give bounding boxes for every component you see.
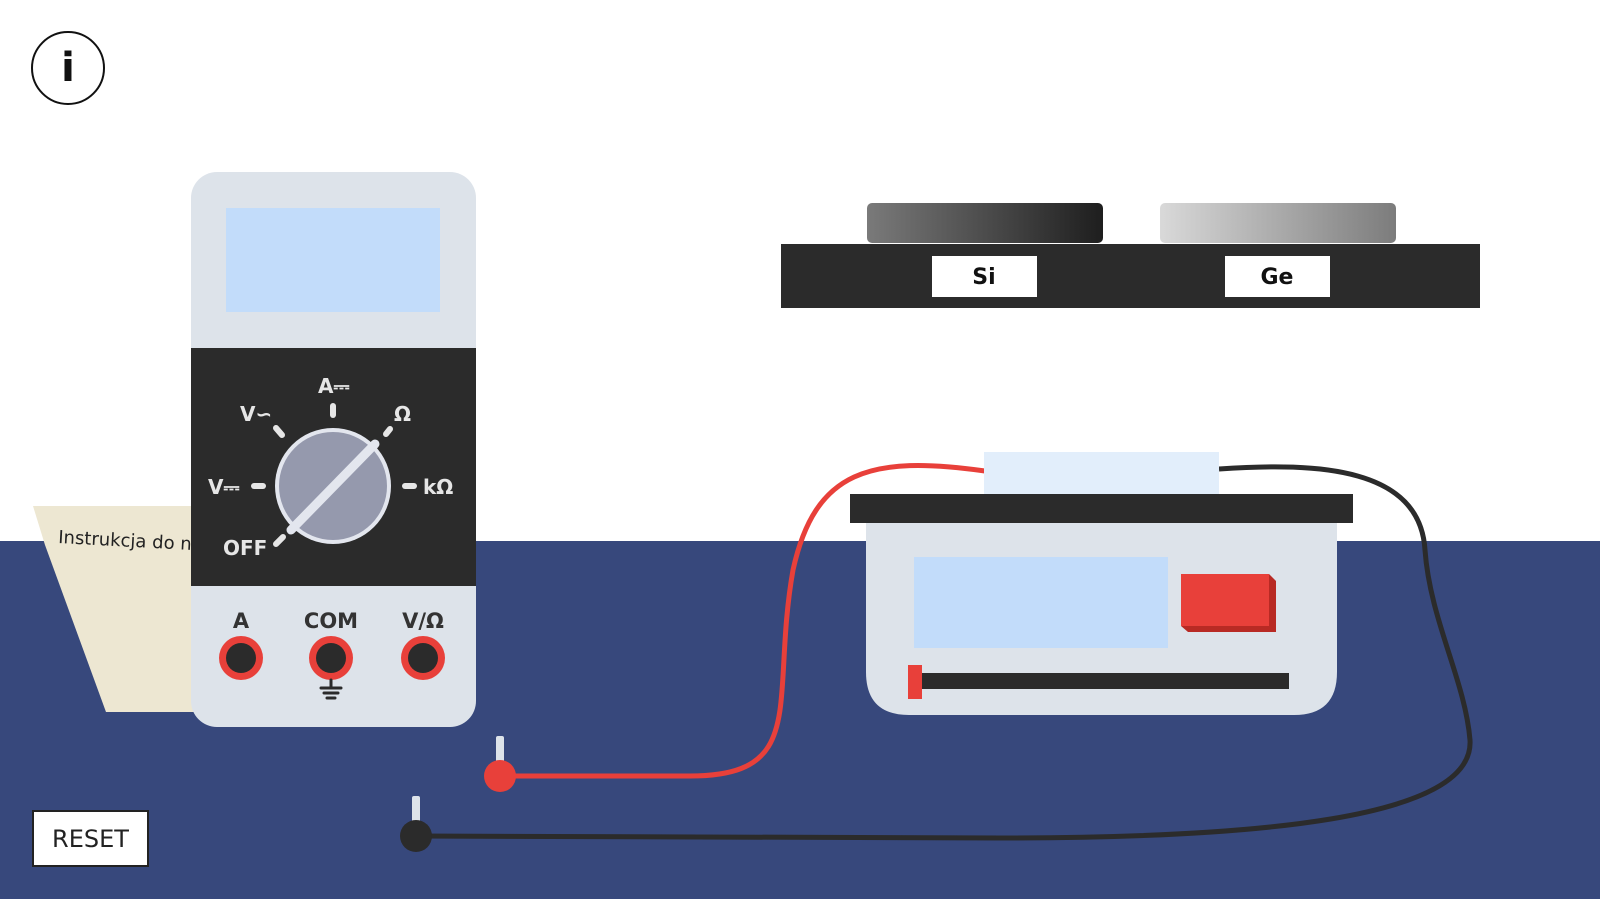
shelf-base [781, 244, 1480, 308]
black-probe[interactable] [400, 796, 432, 852]
multimeter-display [226, 208, 440, 312]
dial-label-off: OFF [223, 536, 267, 560]
label-ge: Ge [1261, 265, 1294, 290]
heater-top-plate [850, 494, 1353, 523]
reset-button[interactable]: RESET [32, 810, 149, 867]
red-probe[interactable] [484, 736, 516, 792]
multimeter: A⎓ V∽ Ω V⎓ kΩ OFF A COM V/Ω [191, 172, 476, 727]
heater-power-button[interactable] [1181, 574, 1276, 632]
info-button[interactable]: i [31, 31, 105, 105]
dial-ticks [251, 403, 417, 547]
jack-v-ohm[interactable] [401, 636, 445, 680]
dial-label-a-dc: A⎓ [318, 374, 349, 398]
jack-label-a: A [233, 609, 250, 633]
label-si-plate [932, 256, 1037, 297]
jack-label-v-ohm: V/Ω [402, 609, 444, 633]
jack-a[interactable] [219, 636, 263, 680]
heater-device [850, 452, 1353, 715]
rotary-knob[interactable] [275, 428, 391, 544]
sample-ge[interactable] [1160, 203, 1396, 243]
sample-si[interactable] [867, 203, 1103, 243]
heater-display [914, 557, 1168, 648]
temperature-slider-track[interactable] [910, 673, 1289, 689]
label-ge-plate [1225, 256, 1330, 297]
sample-shelf: Si Ge [781, 203, 1480, 308]
dial-label-ohm: Ω [394, 402, 411, 426]
jack-com[interactable] [309, 636, 353, 680]
red-wire [500, 463, 986, 779]
temperature-slider-handle[interactable] [908, 665, 922, 699]
sample-slot[interactable] [984, 452, 1219, 494]
dial-label-v-dc: V⎓ [208, 475, 239, 499]
label-si: Si [972, 265, 995, 290]
info-icon: i [61, 45, 75, 91]
ground-icon [319, 678, 343, 700]
jack-label-com: COM [304, 609, 358, 633]
dial-label-kohm: kΩ [423, 475, 453, 499]
instruction-sheet[interactable]: Instrukcja do n [33, 506, 200, 712]
dial-label-v-ac: V∽ [240, 402, 272, 426]
black-wire [415, 464, 1473, 841]
